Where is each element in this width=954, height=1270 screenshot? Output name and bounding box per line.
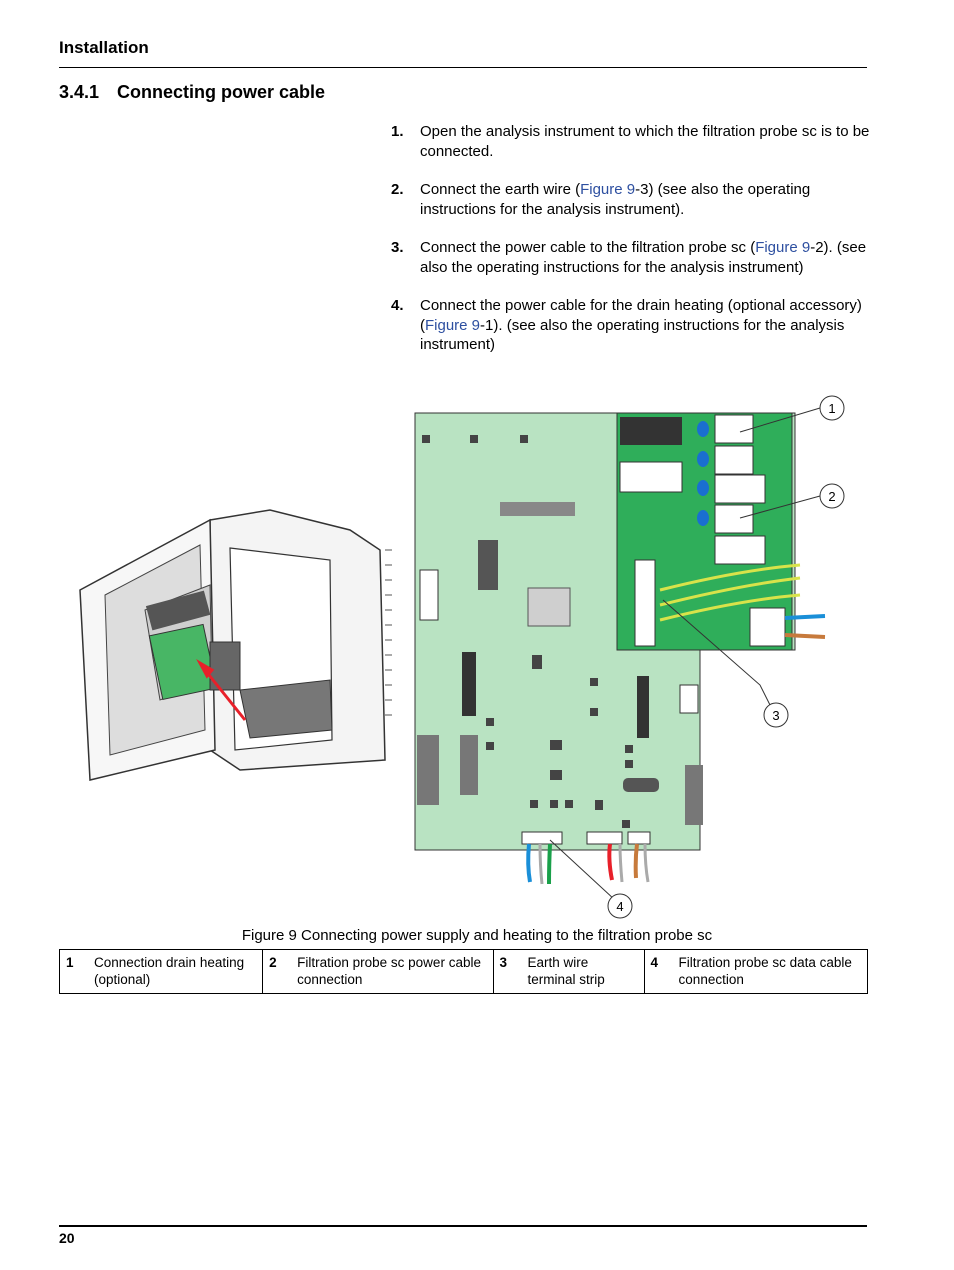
callout-label: 4	[616, 899, 623, 914]
section-heading: 3.4.1 Connecting power cable	[59, 82, 325, 103]
step-text: Connect the power cable to the filtratio…	[420, 239, 756, 256]
step-number: 1.	[391, 123, 404, 140]
figure-legend-table: 1 Connection drain heating (optional) 2 …	[59, 949, 868, 994]
callout-label: 2	[828, 489, 835, 504]
step-text-continued: -2). (see also the operating instruction…	[420, 239, 867, 276]
figure-link[interactable]: Figure 9	[580, 181, 636, 198]
terminal-board	[616, 412, 826, 651]
step-number: 4.	[391, 297, 404, 314]
callout-3: 3	[763, 702, 789, 728]
instrument-enclosure	[79, 509, 392, 781]
step-text-continued: -3) (see also the operating instructions…	[420, 181, 811, 218]
step-text: Open the analysis instrument to which th…	[420, 123, 870, 160]
callout-4: 4	[607, 893, 633, 919]
step-number: 2.	[391, 181, 404, 198]
legend-text: Connection drain heating (optional)	[88, 949, 264, 994]
step-number: 3.	[391, 239, 404, 256]
step-1: 1. Open the analysis instrument to which…	[391, 122, 871, 161]
step-text-continued: -1). (see also the operating instruction…	[420, 316, 845, 354]
legend-key: 3	[492, 949, 522, 994]
step-3: 3. Connect the power cable to the filtra…	[391, 238, 871, 277]
legend-text: Earth wire terminal strip	[521, 949, 645, 994]
legend-key: 2	[262, 949, 292, 994]
figure-link[interactable]: Figure 9	[425, 316, 481, 334]
page-number: 20	[59, 1230, 75, 1246]
legend-text: Filtration probe sc data cable connectio…	[672, 949, 868, 994]
step-text: Connect the power cable for the drain he…	[420, 297, 862, 334]
step-text: Connect the earth wire (	[420, 181, 581, 198]
legend-row: 1 Connection drain heating (optional) 2 …	[59, 949, 868, 994]
header-rule	[59, 67, 867, 68]
step-2: 2. Connect the earth wire (Figure 9-3) (…	[391, 180, 871, 219]
section-number: 3.4.1	[59, 82, 100, 102]
legend-key: 4	[643, 949, 673, 994]
running-header: Installation	[59, 38, 149, 57]
footer-rule	[59, 1225, 867, 1227]
callout-1: 1	[819, 395, 845, 421]
step-4: 4. Connect the power cable for the drain…	[391, 296, 871, 355]
procedure-steps: 1. Open the analysis instrument to which…	[391, 122, 871, 374]
callout-label: 3	[772, 708, 779, 723]
figure-caption: Figure 9 Connecting power supply and hea…	[241, 927, 713, 944]
figure-link[interactable]: Figure 9	[755, 239, 811, 256]
wiring-illustration: 1 2 3 4	[79, 395, 845, 919]
legend-key: 1	[59, 949, 88, 994]
section-title: Connecting power cable	[117, 82, 326, 102]
callout-label: 1	[828, 401, 835, 416]
callout-2: 2	[819, 483, 845, 509]
legend-text: Filtration probe sc power cable connecti…	[291, 949, 494, 994]
